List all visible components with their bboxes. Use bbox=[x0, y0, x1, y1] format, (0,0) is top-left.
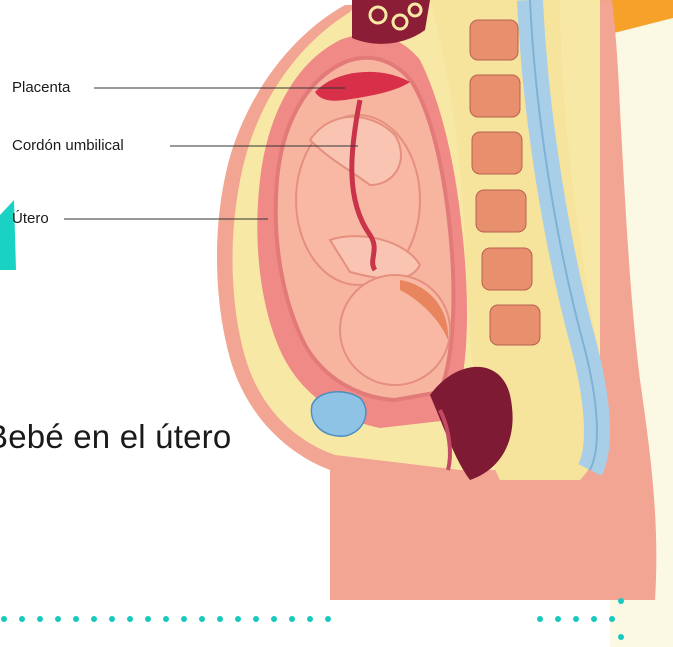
dotted-divider bbox=[1, 598, 624, 640]
bladder bbox=[311, 392, 365, 436]
label-uterus: Útero bbox=[12, 210, 49, 228]
caption-title: Bebé en el útero bbox=[0, 418, 231, 456]
label-umbilical-cord: Cordón umbilical bbox=[12, 137, 124, 155]
fetus-head bbox=[340, 275, 450, 385]
label-placenta: Placenta bbox=[12, 79, 70, 97]
